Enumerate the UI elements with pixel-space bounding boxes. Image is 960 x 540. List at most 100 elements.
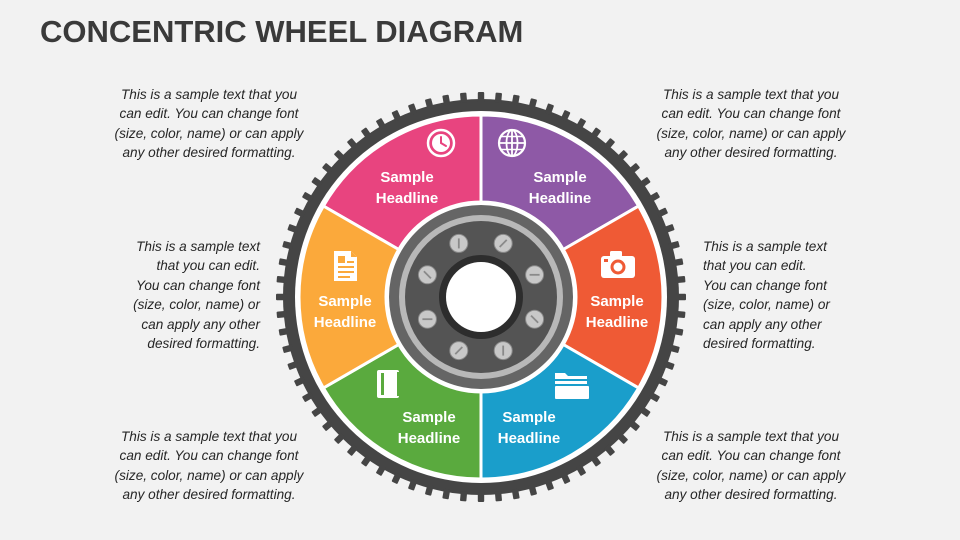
note-line: This is a sample text that you — [120, 87, 298, 102]
tire-tread — [590, 127, 601, 139]
tire-tread — [511, 488, 520, 500]
tire-tread — [511, 94, 520, 106]
tire-tread — [347, 138, 358, 150]
note-mid-left: This is a sample text that you can edit.… — [106, 237, 260, 353]
note-line: (size, color, name) or can apply — [656, 125, 846, 141]
segment-right-label-line1: Sample — [590, 293, 643, 310]
tire-tread — [425, 484, 434, 496]
tire-tread — [376, 118, 386, 130]
tire-tread — [311, 177, 323, 188]
tire-tread — [391, 472, 402, 484]
note-line: (size, color, name) or can apply — [114, 125, 304, 141]
tire-tread — [617, 150, 628, 161]
note-line: desired formatting. — [147, 336, 260, 352]
tire-tread — [347, 444, 358, 456]
tire-tread — [477, 492, 485, 502]
tire-tread — [648, 192, 660, 202]
tire-tread — [334, 150, 345, 161]
tire-tread — [460, 92, 468, 103]
hub-bolt-slot — [423, 270, 432, 279]
clock-icon — [426, 128, 456, 158]
note-line: This is a sample text that you — [662, 429, 840, 444]
tire-tread — [617, 433, 628, 444]
segment-bottom-left-label-line2: Headline — [398, 430, 461, 447]
tire-tread — [672, 327, 684, 336]
tire-tread — [294, 376, 306, 387]
note-line: This is a sample text — [136, 239, 260, 254]
note-line: This is a sample text that you — [120, 429, 298, 444]
tire-tread — [648, 392, 660, 402]
camera-icon — [601, 251, 635, 278]
tire-tread — [276, 276, 287, 284]
tire-tread — [639, 406, 651, 417]
note-line: can edit. You can change font — [661, 106, 841, 122]
note-line: can apply any other — [141, 316, 260, 332]
segment-top-right-label-line1: Sample — [533, 169, 586, 186]
note-line: any other desired formatting. — [664, 487, 838, 503]
tire-tread — [282, 241, 294, 250]
note-bottom-right: This is a sample text that you can edit.… — [644, 427, 858, 505]
tire-tread — [560, 110, 571, 122]
tire-tread — [334, 433, 345, 444]
document-icon — [334, 251, 357, 281]
tire-tread — [656, 376, 668, 387]
note-line: any other desired formatting. — [122, 487, 296, 503]
segment-labels: Sample Headline Sample Headline Sample H… — [314, 169, 649, 447]
note-line: This is a sample text — [703, 239, 827, 254]
tire-tread — [663, 224, 675, 234]
note-line: any other desired formatting. — [122, 145, 296, 161]
tire-tread — [668, 344, 680, 353]
note-line: (size, color, name) or — [703, 297, 830, 313]
globe-icon — [497, 128, 527, 158]
tire-tread — [656, 207, 668, 218]
note-line: (size, color, name) or can apply — [114, 467, 304, 483]
segment-left — [297, 203, 401, 391]
note-line: desired formatting. — [703, 336, 816, 352]
tire-tread — [322, 163, 334, 174]
note-line: You can change font — [703, 277, 827, 293]
note-bottom-left: This is a sample text that you can edit.… — [102, 427, 316, 505]
tire-tread — [442, 94, 451, 106]
tire-tread — [282, 344, 294, 353]
tire-tread — [528, 98, 537, 110]
segment-top-right-label-line2: Headline — [529, 190, 592, 207]
note-line: that you can edit. — [156, 258, 260, 274]
tire-tread — [376, 464, 386, 476]
note-line: that you can edit. — [703, 258, 807, 274]
note-line: any other desired formatting. — [664, 145, 838, 161]
tire-tread — [442, 488, 451, 500]
note-top-left: This is a sample text that you can edit.… — [102, 85, 316, 163]
tire-tread — [576, 118, 586, 130]
tire-tread — [604, 138, 615, 150]
folder-icon — [555, 373, 589, 399]
tire-tread — [460, 491, 468, 502]
tire-tread — [361, 127, 372, 139]
tire-tread — [494, 491, 502, 502]
segment-icons — [334, 128, 635, 399]
tire-tread — [604, 444, 615, 456]
tire-tread — [391, 110, 402, 122]
note-line: (size, color, name) or — [133, 297, 260, 313]
segment-bottom-right-label-line1: Sample — [502, 409, 555, 426]
tire-tread — [676, 293, 686, 301]
hub-bolt-slot — [454, 346, 463, 355]
tire-tread — [628, 420, 640, 431]
tire-tread — [408, 103, 418, 115]
wheel-hub — [389, 205, 573, 389]
note-line: can edit. You can change font — [661, 448, 841, 464]
tire-tread — [287, 360, 299, 370]
note-line: This is a sample text that you — [662, 87, 840, 102]
note-mid-right: This is a sample text that you can edit.… — [703, 237, 857, 353]
tire-tread — [361, 455, 372, 467]
hub-bolt-slot — [530, 315, 539, 324]
tire-tread — [287, 224, 299, 234]
note-top-right: This is a sample text that you can edit.… — [644, 85, 858, 163]
segment-top-left-label-line1: Sample — [380, 169, 433, 186]
segment-right-label-line2: Headline — [586, 314, 649, 331]
tire-tread — [628, 163, 640, 174]
tire-tread — [528, 484, 537, 496]
tire-tread — [560, 472, 571, 484]
hub-bolt-slot — [499, 239, 508, 248]
tire-tread — [408, 479, 418, 491]
